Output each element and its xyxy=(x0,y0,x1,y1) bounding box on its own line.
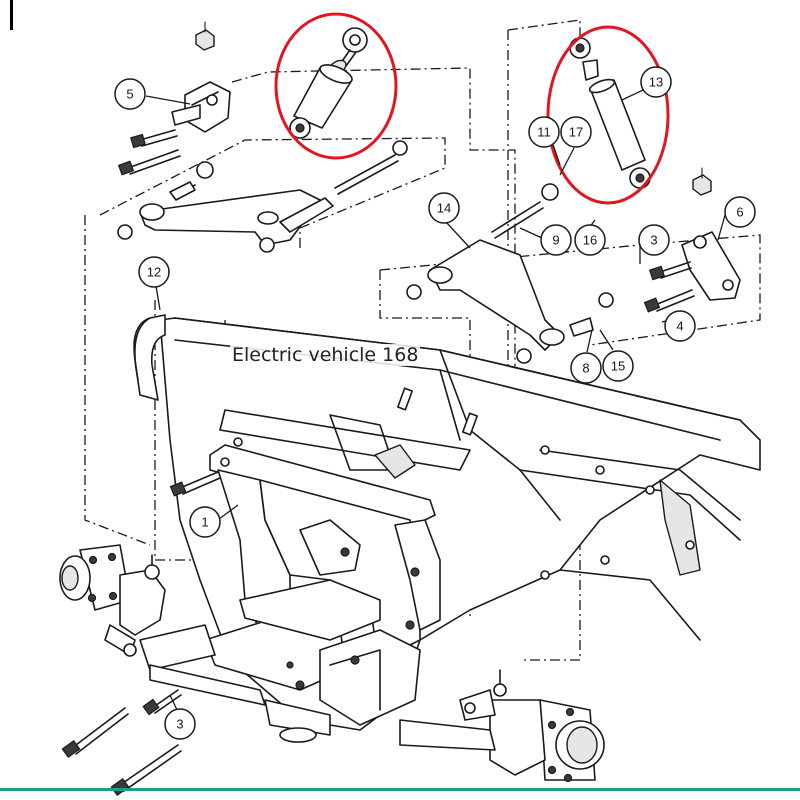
callout-11: 11 xyxy=(528,116,560,148)
callout-3-lower: 3 xyxy=(164,708,196,740)
callout-6: 6 xyxy=(724,196,756,228)
callout-3-right: 3 xyxy=(638,224,670,256)
callout-9: 9 xyxy=(540,224,572,256)
callout-17: 17 xyxy=(560,116,592,148)
left-shock-highlight xyxy=(274,12,398,160)
highlight-markers xyxy=(274,12,670,205)
svg-text:13: 13 xyxy=(649,75,663,90)
callout-13: 13 xyxy=(640,66,672,98)
right-shock-bracket xyxy=(643,167,741,313)
callout-1: 1 xyxy=(189,506,221,538)
callout-5: 5 xyxy=(114,78,146,110)
front-crossmember xyxy=(204,579,421,743)
callout-8: 8 xyxy=(570,352,602,384)
text-cursor-bar xyxy=(10,0,13,30)
callout-14: 14 xyxy=(428,192,460,224)
right-upper-control-arm xyxy=(406,183,614,364)
left-upper-bracket-assembly xyxy=(117,21,231,176)
svg-text:1: 1 xyxy=(201,515,208,530)
svg-text:4: 4 xyxy=(676,319,683,334)
svg-text:14: 14 xyxy=(437,201,451,216)
long-bolt-set xyxy=(61,689,182,796)
left-upper-control-arm xyxy=(117,140,408,253)
svg-text:16: 16 xyxy=(583,233,597,248)
svg-text:8: 8 xyxy=(582,361,589,376)
svg-text:6: 6 xyxy=(736,205,743,220)
left-shock-absorber xyxy=(289,27,368,139)
right-shock-highlight xyxy=(546,25,670,205)
callout-4: 4 xyxy=(664,310,696,342)
svg-text:5: 5 xyxy=(126,87,133,102)
callout-15: 15 xyxy=(602,350,634,382)
callout-16: 16 xyxy=(574,224,606,256)
callout-12: 12 xyxy=(138,256,170,288)
svg-text:17: 17 xyxy=(569,125,583,140)
right-shock-absorber xyxy=(569,37,651,189)
front-bumper-loop xyxy=(133,314,166,401)
svg-text:3: 3 xyxy=(650,233,657,248)
bottom-accent-rule xyxy=(0,788,800,791)
left-wheel-hub xyxy=(59,544,166,657)
watermark-label: Electric vehicle 168 xyxy=(230,344,421,366)
svg-text:15: 15 xyxy=(611,359,625,374)
left-lower-control-arm xyxy=(139,624,266,706)
svg-text:9: 9 xyxy=(552,233,559,248)
callouts: 5 12 1 3 14 9 16 13 11 17 6 3 4 8 15 xyxy=(114,66,756,740)
svg-text:12: 12 xyxy=(147,265,161,280)
right-wheel-hub xyxy=(399,669,605,783)
plate-bolt xyxy=(169,471,221,497)
svg-text:3: 3 xyxy=(176,717,183,732)
svg-text:11: 11 xyxy=(537,125,551,140)
